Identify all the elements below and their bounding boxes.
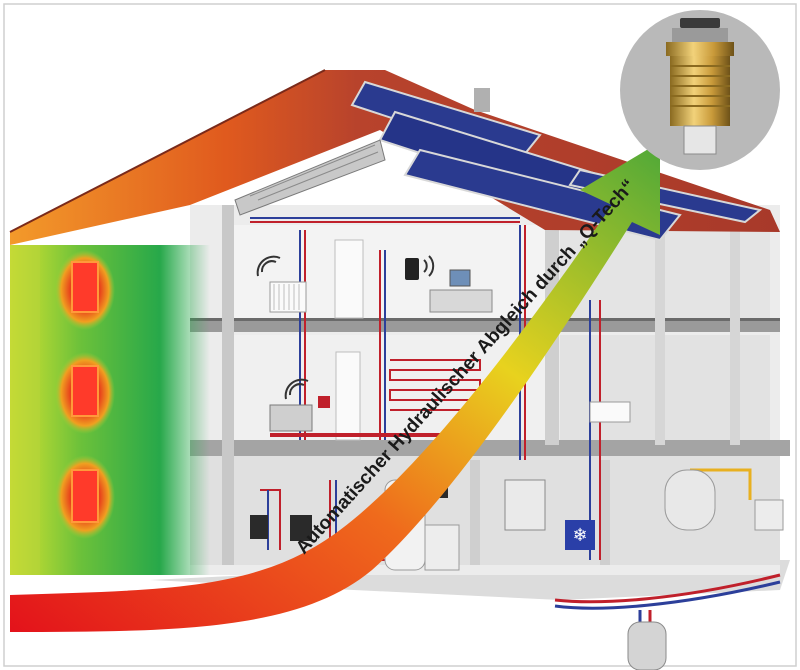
radiator-icon <box>269 281 631 423</box>
valve-insert-icon <box>620 10 780 170</box>
heating-devices: ❄ <box>250 258 784 670</box>
snowflake-icon <box>565 520 595 550</box>
wifi-icon <box>256 255 435 400</box>
thermal-facade <box>10 245 210 575</box>
svg-text:❄: ❄ <box>572 525 587 546</box>
